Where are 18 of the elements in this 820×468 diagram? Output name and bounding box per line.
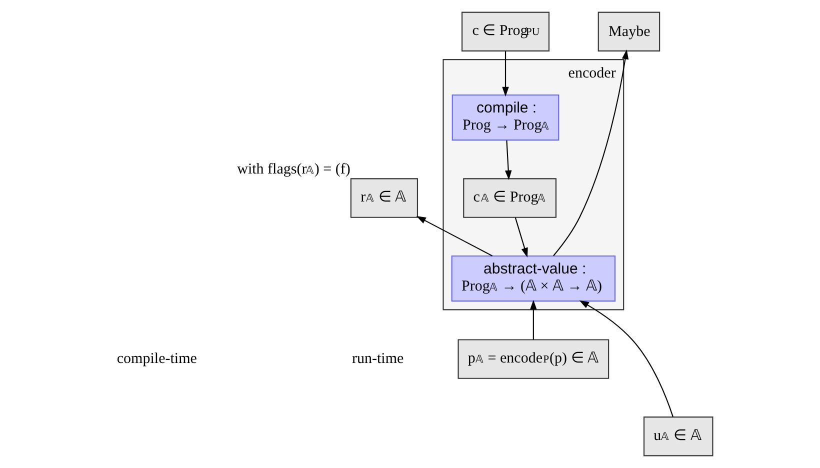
arrow xyxy=(530,300,536,340)
arrow xyxy=(578,300,673,418)
arrow xyxy=(552,50,628,256)
arrow xyxy=(416,216,492,256)
node-box: abstract-value : Prog𝔸 → (𝔸 × 𝔸 → 𝔸) xyxy=(450,255,616,302)
node-box: r𝔸 ∈ 𝔸 xyxy=(350,178,418,218)
node-box: p𝔸 = encodeP(p) ∈ 𝔸 xyxy=(457,339,609,379)
label: compile-time xyxy=(116,351,196,368)
arrow xyxy=(502,51,508,97)
arrow xyxy=(514,218,528,258)
node-box: c𝔸 ∈ Prog𝔸 xyxy=(462,178,556,218)
node-box: u𝔸 ∈ 𝔸 xyxy=(642,416,713,456)
node-box: compile : Prog → Prog𝔸 xyxy=(451,94,559,141)
label: run-time xyxy=(351,351,404,368)
node-box: Maybe xyxy=(597,12,660,52)
arrow xyxy=(504,140,512,180)
node-label: with flags(r𝔸) = (f) xyxy=(236,162,350,178)
node-box: c ∈ ProgPU xyxy=(461,12,550,52)
